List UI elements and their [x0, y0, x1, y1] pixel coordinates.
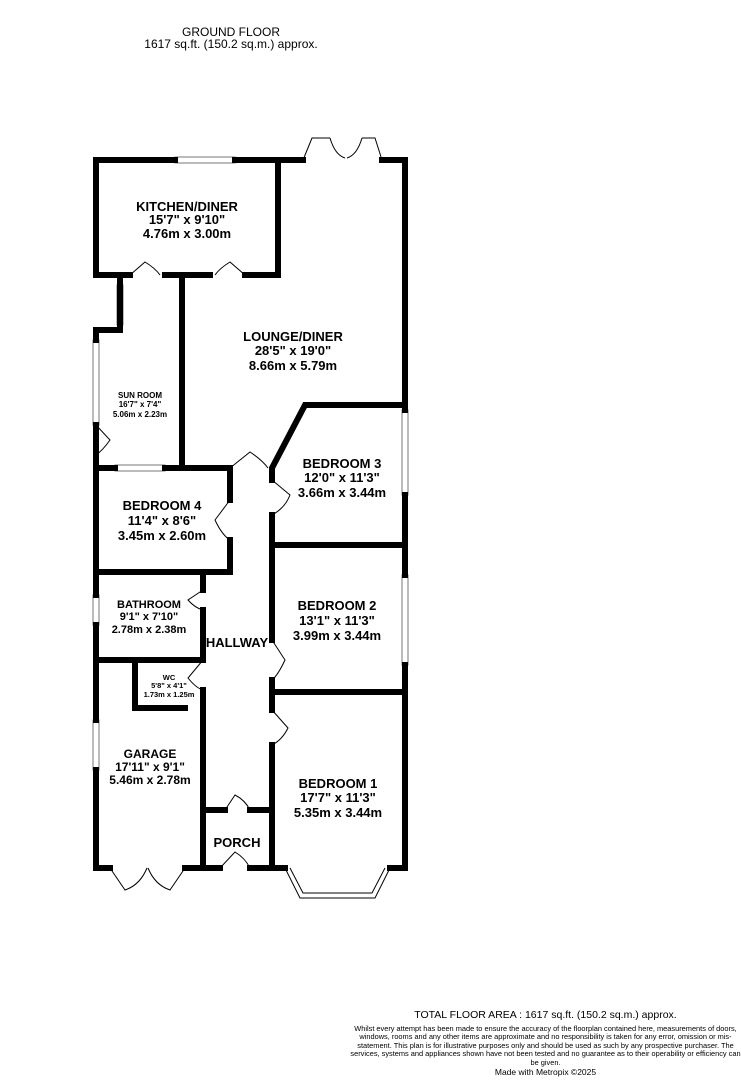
bedroom1-metric: 5.35m x 3.44m: [294, 805, 382, 820]
hallway-name: HALLWAY: [206, 635, 269, 650]
bedroom3-name: BEDROOM 3: [303, 456, 382, 471]
kitchen-window: [174, 156, 236, 164]
bedroom4-name: BEDROOM 4: [123, 498, 203, 513]
wc-metric: 1.73m x 1.25m: [144, 690, 195, 699]
lounge-metric: 8.66m x 5.79m: [249, 358, 337, 373]
kitchen-metric: 4.76m x 3.00m: [143, 226, 231, 241]
disclaimer: Whilst every attempt has been made to en…: [350, 1024, 741, 1078]
bedroom1-name: BEDROOM 1: [299, 776, 378, 791]
sunroom-name: SUN ROOM: [118, 391, 162, 400]
garage-metric: 5.46m x 2.78m: [109, 773, 190, 787]
bedroom3-metric: 3.66m x 3.44m: [298, 485, 386, 500]
kitchen-imperial: 15'7" x 9'10": [149, 212, 225, 227]
lounge-name: LOUNGE/DINER: [243, 329, 343, 344]
sunroom-metric: 5.06m x 2.23m: [113, 410, 167, 419]
walls: [92, 137, 409, 899]
sunroom-window: [92, 339, 100, 426]
floor-plan: KITCHEN/DINER 15'7" x 9'10" 4.76m x 3.00…: [92, 137, 409, 899]
bathroom-metric: 2.78m x 2.38m: [112, 624, 187, 636]
bathroom-name: BATHROOM: [117, 599, 181, 611]
lounge-imperial: 28'5" x 19'0": [255, 343, 331, 358]
wc-imperial: 5'8" x 4'1": [151, 681, 187, 690]
total-floor-area: TOTAL FLOOR AREA : 1617 sq.ft. (150.2 sq…: [414, 1009, 677, 1021]
bedroom2-window: [401, 574, 409, 666]
porch-name: PORCH: [214, 835, 261, 850]
bedroom2-name: BEDROOM 2: [298, 598, 377, 613]
floor-title: GROUND FLOOR: [181, 25, 280, 39]
bedroom3-window: [401, 409, 409, 496]
sunroom-imperial: 16'7" x 7'4": [119, 400, 162, 409]
bedroom3-imperial: 12'0" x 11'3": [304, 470, 380, 485]
garage-window: [92, 719, 100, 771]
wc-name: WC: [163, 673, 176, 682]
room-labels: KITCHEN/DINER 15'7" x 9'10" 4.76m x 3.00…: [109, 199, 386, 850]
bedroom4-imperial: 11'4" x 8'6": [128, 513, 196, 528]
kitchen-name: KITCHEN/DINER: [136, 199, 238, 214]
bedroom2-imperial: 13'1" x 11'3": [299, 613, 375, 628]
disclaimer-text: Whilst every attempt has been made to en…: [350, 1024, 741, 1067]
bedroom4-metric: 3.45m x 2.60m: [118, 528, 206, 543]
garage-imperial: 17'11" x 9'1": [115, 760, 185, 774]
bedroom2-metric: 3.99m x 3.44m: [293, 628, 381, 643]
bedroom4-window: [114, 464, 166, 472]
bathroom-imperial: 9'1" x 7'10": [120, 611, 178, 623]
bathroom-window: [92, 594, 100, 626]
bedroom1-imperial: 17'7" x 11'3": [300, 790, 376, 805]
garage-name: GARAGE: [124, 747, 177, 761]
floor-area: 1617 sq.ft. (150.2 sq.m.) approx.: [144, 37, 318, 51]
credit: Made with Metropix ©2025: [494, 1067, 597, 1078]
